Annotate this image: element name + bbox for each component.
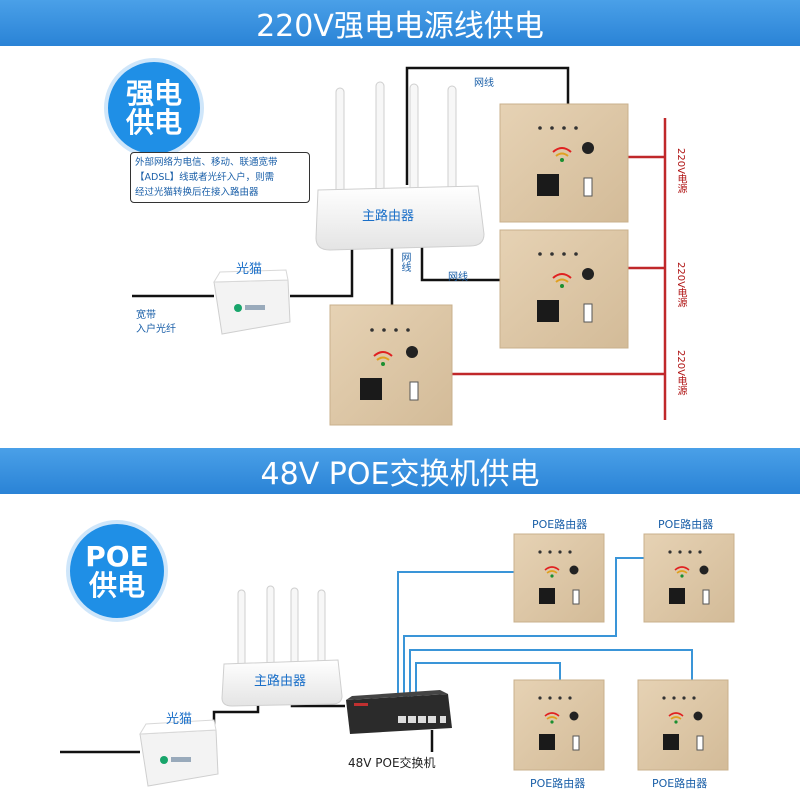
section-title-bar-bottom: 48V POE交换机供电 <box>0 448 800 494</box>
badge-bottom-line2: 供电 <box>88 569 145 602</box>
section-title-bottom: 48V POE交换机供电 <box>260 457 540 492</box>
badge-top-line2: 供电 <box>125 106 182 139</box>
wall-panel-top-3 <box>329 304 453 426</box>
poe-router-label-1: POE路由器 <box>532 518 588 531</box>
section-title-bar-top: 220V强电电源线供电 <box>0 0 800 46</box>
section-title-top: 220V强电电源线供电 <box>256 9 544 44</box>
net-label-top: 网线 <box>474 78 494 89</box>
net-cable-top <box>405 66 570 185</box>
poe-switch-device <box>346 690 452 734</box>
badge-top-line1: 强电 <box>125 76 182 110</box>
net-label-right: 网线 <box>448 272 468 283</box>
router-label-top: 主路由器 <box>362 209 415 224</box>
poe-panel-1 <box>513 533 605 623</box>
badge-strong-power: 强电 供电 <box>104 58 204 158</box>
wall-panel-top-1 <box>499 103 629 223</box>
poe-panel-4 <box>637 679 729 771</box>
power-label-3: 220V电源 <box>675 350 686 396</box>
poe-panel-2 <box>643 533 735 623</box>
poe-router-label-4: POE路由器 <box>652 777 708 790</box>
note-box: 外部网络为电信、移动、联通宽带 【ADSL】线或者光纤入户，则需 经过光猫转换后… <box>130 152 310 203</box>
fiber-label-line1: 宽带 <box>136 310 156 321</box>
poe-line-2 <box>403 557 644 702</box>
note-line-3: 经过光猫转换后在接入路由器 <box>135 187 259 198</box>
poe-router-label-3: POE路由器 <box>530 777 586 790</box>
poe-line-1 <box>397 571 514 702</box>
power-label-1: 220V电源 <box>675 148 686 194</box>
modem-label-top: 光猫 <box>236 262 263 277</box>
poe-line-3 <box>409 649 693 702</box>
net-label-vertical: 网线 <box>399 252 410 272</box>
badge-poe-power: POE 供电 <box>66 520 168 622</box>
modem-label-bottom: 光猫 <box>166 712 193 727</box>
note-line-2: 【ADSL】线或者光纤入户，则需 <box>135 172 275 183</box>
badge-bottom-line1: POE <box>85 539 149 573</box>
poe-line-4 <box>415 662 561 702</box>
wall-panel-top-2 <box>499 229 629 349</box>
modem-device-bottom <box>139 719 219 787</box>
net-cable-mid <box>420 240 500 282</box>
power-label-2: 220V电源 <box>675 262 686 308</box>
switch-label: 48V POE交换机 <box>348 756 436 770</box>
modem-device-top <box>213 269 291 335</box>
router-device-bottom <box>221 585 343 707</box>
note-line-1: 外部网络为电信、移动、联通宽带 <box>135 157 278 168</box>
router-device-top <box>315 81 485 251</box>
net-cable-modem <box>290 245 354 298</box>
poe-panel-3 <box>513 679 605 771</box>
poe-router-label-2: POE路由器 <box>658 518 714 531</box>
router-label-bottom: 主路由器 <box>254 674 307 689</box>
fiber-label-line2: 入户光纤 <box>136 324 176 335</box>
